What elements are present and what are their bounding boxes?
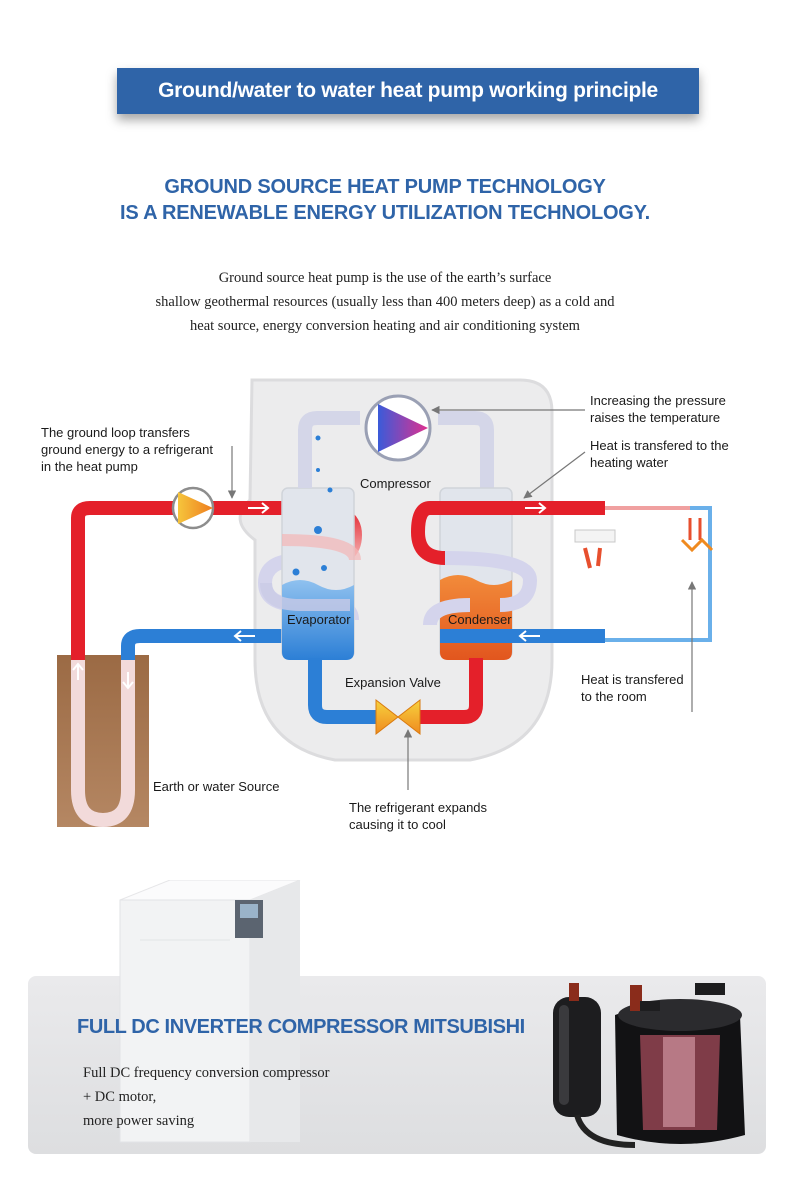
heat-pump-diagram: The ground loop transfers ground energy … [41,378,732,832]
description-line-1: Ground source heat pump is the use of th… [218,270,552,286]
ground-loop-label: The ground loop transfers ground energy … [41,425,217,474]
pressure-label: Increasing the pressure raises the tempe… [590,393,729,425]
expansion-loop-cold [308,658,385,724]
room-unit-icon [574,529,616,543]
description-line-2: shallow geothermal resources (usually le… [155,294,615,310]
compressor-image [553,983,745,1148]
product-line-3: more power saving [83,1113,195,1129]
condenser-label: Condenser [448,612,512,627]
description-line-3: heat source, energy conversion heating a… [190,318,580,334]
product-line-2: + DC motor, [83,1089,157,1105]
banner-title: Ground/water to water heat pump working … [158,79,658,102]
heat-pump-unit-image [119,880,301,1143]
condenser-coil-top [410,501,605,565]
expansion-valve-label: Expansion Valve [345,675,441,690]
ground-loop-cold-pipe [121,629,310,660]
product-line-1: Full DC frequency conversion compressor [83,1065,330,1081]
ground-loop-hot-pipe [71,501,315,660]
heat-room-label: Heat is transfered to the room [581,672,687,704]
expansion-valve-icon [375,698,421,736]
product-title: FULL DC INVERTER COMPRESSOR MITSUBISHI [77,1016,525,1038]
headline-line-2: IS A RENEWABLE ENERGY UTILIZATION TECHNO… [120,202,650,224]
expansion-loop-hot [410,658,483,724]
ground-loop-utube [71,655,135,828]
heat-water-label: Heat is transfered to the heating water [590,438,732,470]
vapor-pipe-left [298,411,360,488]
heat-emitter-icon [680,518,714,553]
earth-source-label: Earth or water Source [153,779,279,794]
title-banner: Ground/water to water heat pump working … [117,68,699,114]
headline-line-1: GROUND SOURCE HEAT PUMP TECHNOLOGY [164,176,606,198]
vapor-pipe-right [438,411,494,488]
compressor-label: Compressor [360,476,431,491]
earth-source-block [57,655,149,827]
refrigerant-label: The refrigerant expands causing it to co… [349,800,491,832]
evaporator-label: Evaporator [287,612,351,627]
